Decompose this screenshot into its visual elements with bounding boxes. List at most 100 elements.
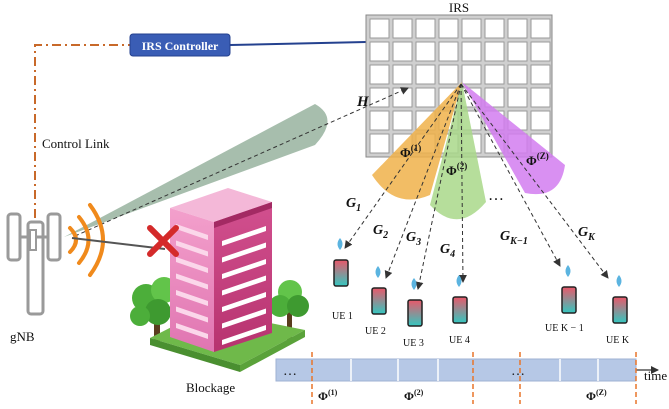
beam-z [462,82,565,195]
irs-element [438,64,459,85]
user-5: UE K − 1 [545,265,584,334]
building-window [222,226,266,246]
user-label: UE 3 [403,338,424,349]
irs-element [438,41,459,62]
building-window [222,259,266,279]
timeline: time … … Φ(1) Φ(2) Φ(Z) [275,352,667,404]
irs-element [415,41,436,62]
irs-element [484,18,505,39]
timeline-ellipsis-left: … [283,364,297,379]
irs-element [392,64,413,85]
phone-icon [612,296,628,324]
irs-element [392,41,413,62]
irs-element [392,110,413,131]
building-window [176,306,208,323]
irs-controller-box: IRS Controller [129,33,231,57]
irs-element [461,64,482,85]
channel-g-labels: G1 G2 G3 G4 GK−1 GK [346,196,596,260]
building-window [222,325,266,345]
user-label: UE K − 1 [545,323,584,334]
irs-element [530,87,551,108]
building-window [176,273,208,290]
user-label: UE K [606,335,630,346]
signal-icon [375,266,381,278]
signal-icon [456,275,462,287]
building-window [176,240,208,257]
signal-icon [565,265,571,277]
gnb-label: gNB [10,329,35,344]
phone-icon [452,296,468,324]
user-3: UE 3 [403,278,424,349]
building-window [176,290,208,306]
irs-beams [372,82,565,220]
irs-element [392,18,413,39]
user-4: UE 4 [449,275,470,346]
g-label-2: G2 [373,223,388,241]
building-icon [170,188,272,352]
irs-element [507,41,528,62]
blockage-label: Blockage [186,380,235,395]
beam-label-2: Φ(2) [446,161,467,178]
user-1: UE 1 [332,238,353,322]
building-window [176,257,208,273]
g-label-3: G3 [406,230,421,248]
irs-element [484,64,505,85]
timeline-phase-z: Φ(Z) [586,388,607,403]
building-window [222,242,266,263]
irs-element [484,41,505,62]
timeline-ellipsis-mid: … [511,364,525,379]
user-label: UE 1 [332,311,353,322]
irs-element [415,18,436,39]
phone-icon [407,299,423,327]
irs-element [530,64,551,85]
blocked-link [71,237,166,250]
timeline-phase-2: Φ(2) [404,388,424,403]
irs-element [461,41,482,62]
channel-h-arrow [74,87,409,237]
g-label-k: GK [578,225,596,243]
time-axis-label: time [644,368,667,383]
beam-2 [430,82,486,220]
user-label: UE 2 [365,326,386,337]
channel-h-label: H [356,94,370,110]
users: UE 1 UE 2 UE 3 UE 4 UE K − 1 UE K [332,238,630,349]
beam-1 [372,82,462,200]
building-window [176,323,208,339]
irs-element [415,64,436,85]
beam-ellipsis: … [488,187,504,204]
control-link-line [34,44,130,237]
irs-element [530,110,551,131]
irs-controller-label: IRS Controller [142,39,219,53]
signal-icon [337,238,343,250]
timeline-phase-1: Φ(1) [318,388,338,403]
g-label-k-1: GK−1 [500,229,528,247]
signal-icon [411,278,417,290]
phone-icon [371,287,387,315]
controller-irs-line [229,41,367,46]
irs-element [369,18,390,39]
irs-element [461,18,482,39]
irs-element [369,41,390,62]
user-6: UE K [606,275,630,346]
irs-element [507,18,528,39]
g-label-4: G4 [440,242,455,260]
user-2: UE 2 [365,266,387,337]
irs-element [438,18,459,39]
irs-element [415,87,436,108]
irs-element [369,87,390,108]
irs-title: IRS [449,0,469,15]
antenna-icon [6,212,62,316]
block-x-icon [147,225,179,257]
channel-g-arrows [344,83,609,290]
irs-element [507,64,528,85]
g-label-1: G1 [346,196,361,214]
irs-element [507,87,528,108]
building-window [222,292,266,312]
building-window [176,224,208,240]
gnb-beam [64,104,328,237]
irs-element [484,87,505,108]
irs-element [369,110,390,131]
phone-icon [561,286,577,314]
